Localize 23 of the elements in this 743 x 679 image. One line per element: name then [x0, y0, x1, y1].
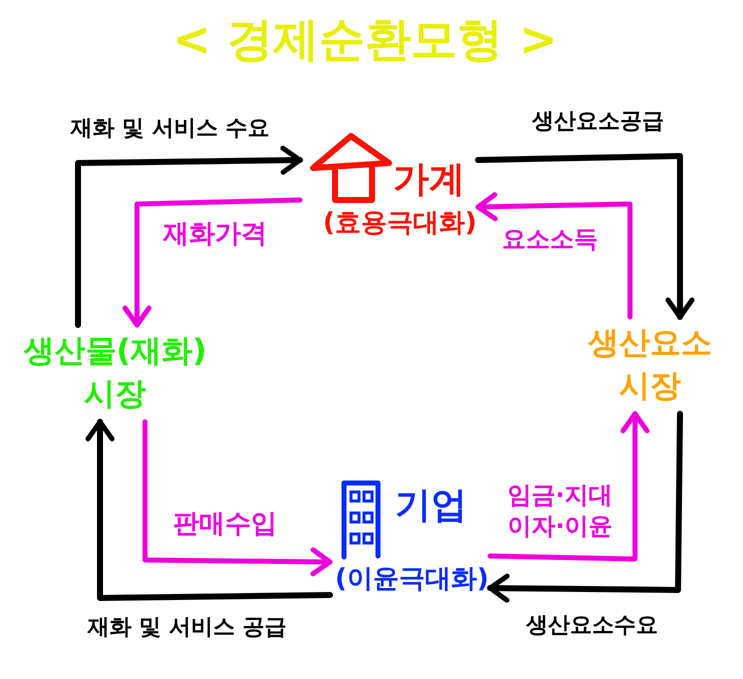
title: < 경제순환모형 >: [172, 12, 558, 68]
edge-label: 재화 및 서비스 수요: [70, 115, 270, 143]
edge-label: 재화 및 서비스 공급: [88, 614, 286, 642]
edge-label: 요소소득: [502, 224, 598, 255]
arrow: [487, 410, 683, 603]
node-title: 기업: [395, 484, 467, 528]
arrow: [86, 418, 333, 601]
arrow: [475, 153, 694, 320]
arrow: [122, 198, 302, 328]
edge-label: 판매수입: [173, 508, 277, 541]
edge-label: 임금·지대 이자·이윤: [506, 480, 614, 542]
node-subtitle: (이윤극대화): [335, 564, 489, 596]
market-label: 생산요소 시장: [575, 322, 725, 409]
edge-label: 재화가격: [163, 218, 267, 251]
arrow: [142, 419, 332, 576]
arrow: [476, 192, 632, 320]
arrow: [488, 411, 650, 562]
market-label: 생산물(재화) 시장: [15, 330, 215, 417]
node-subtitle: (효용극대화): [323, 208, 477, 240]
node-title: 가계: [393, 158, 465, 202]
edge-label: 생산요소수요: [526, 612, 658, 640]
arrow: [75, 146, 303, 328]
edge-label: 생산요소공급: [532, 108, 664, 136]
